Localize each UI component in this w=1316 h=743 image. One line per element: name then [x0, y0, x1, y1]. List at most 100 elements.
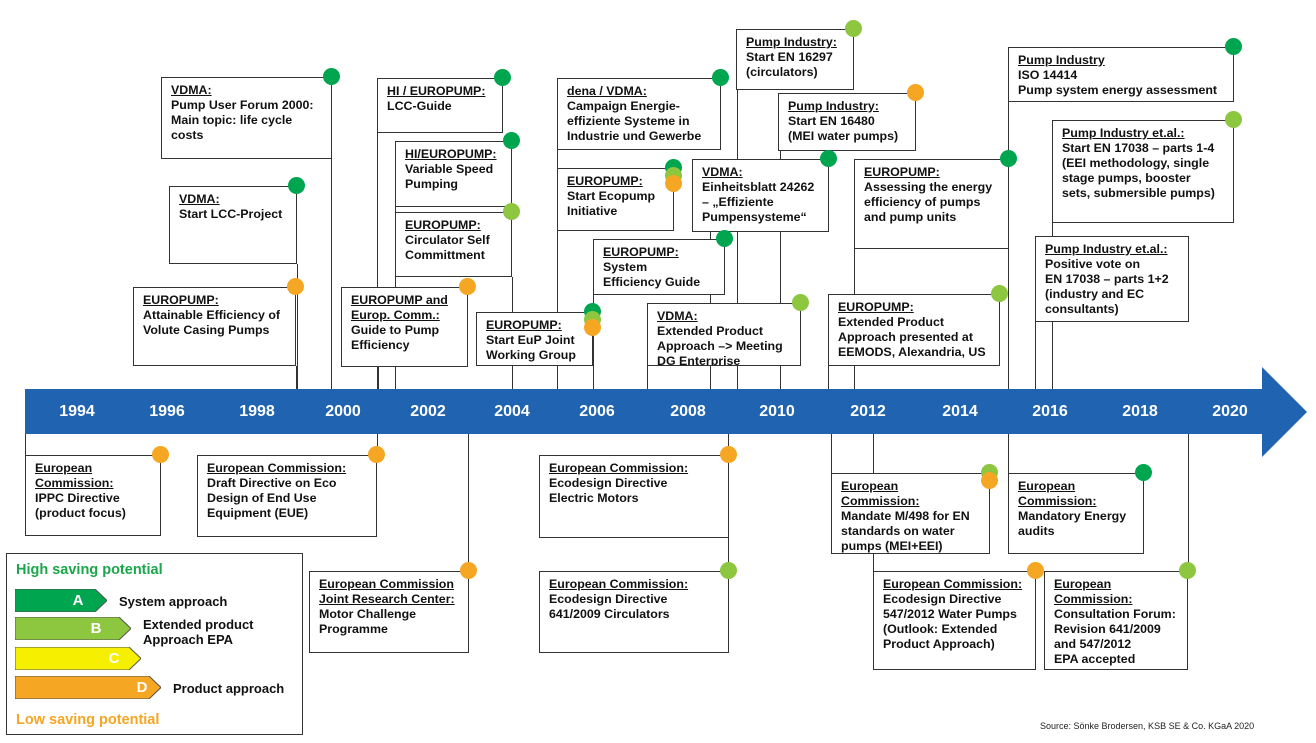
event-box: dena / VDMA:Campaign Energie- effiziente… — [557, 78, 721, 150]
event-box: Pump Industry:Start EN 16297 (circulator… — [736, 29, 854, 90]
rating-dot-a — [288, 177, 305, 194]
rating-dot-a — [716, 230, 733, 247]
rating-dot-d — [368, 446, 385, 463]
event-body: IPPC Directive (product focus) — [35, 491, 126, 520]
rating-dot-b — [845, 20, 862, 37]
event-body: Assessing the energy efficiency of pumps… — [864, 180, 993, 224]
event-body: Start EuP Joint Working Group — [486, 333, 576, 362]
rating-dot-d — [720, 446, 737, 463]
year-label: 2004 — [494, 403, 530, 420]
connector-line — [25, 434, 26, 455]
event-body: Attainable Efficiency of Volute Casing P… — [143, 308, 281, 337]
rating-dot-a — [323, 68, 340, 85]
event-body: Mandate M/498 for EN standards on water … — [841, 509, 970, 553]
event-body: Ecodesign Directive 547/2012 Water Pumps… — [883, 592, 1017, 651]
rating-dot-a — [820, 150, 837, 167]
connector-line — [378, 367, 379, 389]
legend-bar-a: A — [15, 589, 107, 612]
event-body: Circulator Self Committment — [405, 233, 490, 262]
event-title: European Commission Joint Research Cente… — [319, 577, 455, 606]
event-box: EUROPUMP:System Efficiency Guide — [593, 239, 725, 295]
connector-line — [331, 159, 332, 389]
event-title: European Commission: — [35, 461, 114, 490]
event-box: European Commission:Mandate M/498 for EN… — [831, 473, 990, 554]
event-title: Pump Industry et.al.: — [1045, 242, 1168, 256]
timeline-bar — [25, 389, 1267, 434]
event-body: Start EN 16297 (circulators) — [746, 50, 833, 79]
rating-dot-d — [459, 278, 476, 295]
event-body: Ecodesign Directive 641/2009 Circulators — [549, 592, 670, 621]
rating-dot-b — [991, 285, 1008, 302]
event-body: LCC-Guide — [387, 99, 452, 113]
rating-dot-b — [720, 562, 737, 579]
connector-line — [593, 295, 594, 389]
event-body: Start Ecopump Initiative — [567, 189, 656, 218]
legend-high-label: High saving potential — [16, 562, 163, 578]
legend: High saving potential A System approach … — [6, 553, 303, 735]
rating-dot-d — [584, 319, 601, 336]
event-box: VDMA:Start LCC-Project — [169, 186, 297, 264]
event-box: VDMA:Einheitsblatt 24262 – „Effiziente P… — [692, 159, 829, 232]
rating-dot-a — [494, 69, 511, 86]
legend-label-d: Product approach — [173, 681, 285, 696]
event-title: dena / VDMA: — [567, 84, 647, 98]
event-body: Motor Challenge Programme — [319, 607, 417, 636]
rating-dot-b — [503, 203, 520, 220]
event-box: Pump Industry et.al.:Start EN 17038 – pa… — [1052, 120, 1234, 223]
event-box: European Commission:Mandatory Energy aud… — [1008, 473, 1144, 554]
event-title: VDMA: — [657, 309, 698, 323]
legend-letter-b: B — [90, 620, 102, 637]
event-body: Campaign Energie- effiziente Systeme in … — [567, 99, 702, 143]
legend-label-a: System approach — [119, 594, 228, 609]
event-body: Pump User Forum 2000: Main topic: life c… — [171, 98, 314, 142]
year-label: 2020 — [1212, 403, 1248, 420]
event-box: EUROPUMP:Start EuP Joint Working Group — [476, 312, 593, 366]
event-body: Start LCC-Project — [179, 207, 283, 221]
event-box: EUROPUMP:Extended Product Approach prese… — [828, 294, 1000, 366]
event-box: European Commission:IPPC Directive (prod… — [25, 455, 161, 536]
year-label: 2016 — [1032, 403, 1068, 420]
event-title: European Commission: — [207, 461, 347, 475]
rating-dot-a — [1000, 150, 1017, 167]
event-title: European Commission: — [549, 461, 689, 475]
event-title: EUROPUMP: — [143, 293, 219, 307]
year-label: 2006 — [579, 403, 615, 420]
event-title: Pump Industry: — [788, 99, 879, 113]
event-body: Variable Speed Pumping — [405, 162, 494, 191]
year-label: 1998 — [239, 403, 275, 420]
year-label: 1996 — [149, 403, 185, 420]
year-label: 2018 — [1122, 403, 1158, 420]
legend-bar-b: B — [15, 617, 131, 640]
rating-dot-b — [1179, 562, 1196, 579]
event-body: Start EN 16480 (MEI water pumps) — [788, 114, 899, 143]
event-body: Extended Product Approach –> Meeting DG … — [657, 324, 783, 366]
event-title: EUROPUMP: — [864, 165, 940, 179]
rating-dot-d — [460, 562, 477, 579]
event-body: System Efficiency Guide — [603, 260, 701, 289]
event-box: EUROPUMP and Europ. Comm.:Guide to Pump … — [341, 287, 468, 367]
event-box: EUROPUMP:Assessing the energy efficiency… — [854, 159, 1009, 249]
event-title: HI / EUROPUMP: — [387, 84, 486, 98]
legend-letter-a: A — [72, 592, 84, 609]
event-title: VDMA: — [171, 83, 212, 97]
event-box: HI/EUROPUMP:Variable Speed Pumping — [395, 141, 512, 207]
rating-dot-d — [1027, 562, 1044, 579]
year-label: 2002 — [410, 403, 446, 420]
event-body: Ecodesign Directive Electric Motors — [549, 476, 668, 505]
connector-line — [828, 366, 829, 389]
connector-line — [831, 434, 832, 473]
event-body: Draft Directive on Eco Design of End Use… — [207, 476, 337, 520]
legend-label-b: Extended product Approach EPA — [143, 617, 254, 647]
event-box: EUROPUMP:Start Ecopump Initiative — [557, 168, 674, 231]
event-box: Pump Industry et.al.:Positive vote on EN… — [1035, 236, 1189, 322]
rating-dot-d — [907, 84, 924, 101]
event-box: European Commission:Draft Directive on E… — [197, 455, 377, 537]
event-body: Mandatory Energy audits — [1018, 509, 1127, 538]
event-body: Guide to Pump Efficiency — [351, 323, 440, 352]
event-title: VDMA: — [179, 192, 220, 206]
event-box: European Commission Joint Research Cente… — [309, 571, 469, 653]
rating-dot-a — [1135, 464, 1152, 481]
connector-line — [1188, 434, 1189, 571]
year-label: 1994 — [59, 403, 95, 420]
